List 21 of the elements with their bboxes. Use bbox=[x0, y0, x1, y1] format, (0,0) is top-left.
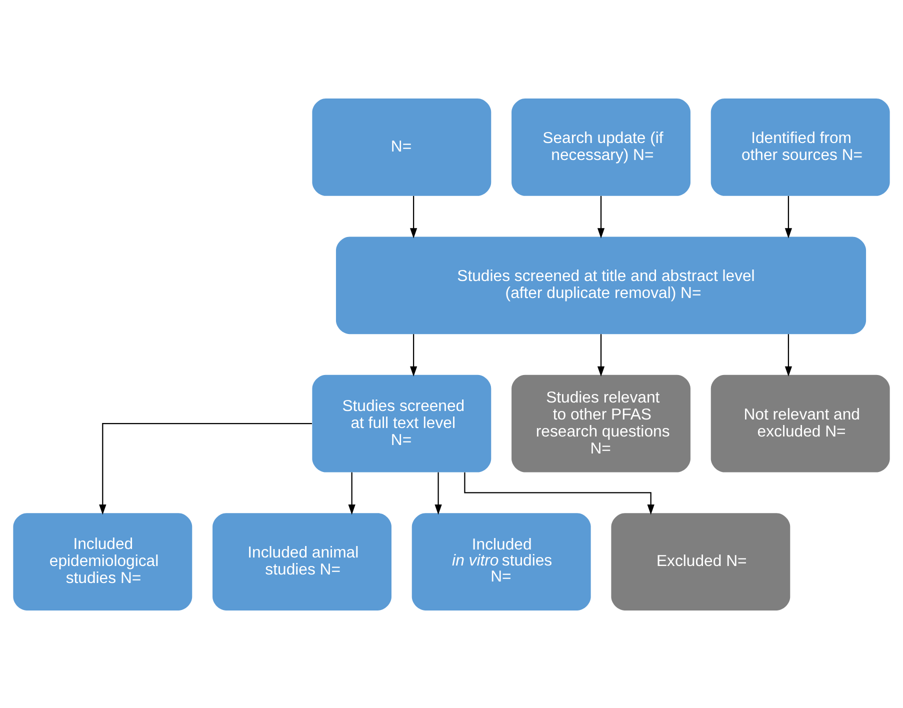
arrow bbox=[410, 195, 418, 238]
node-box: Not relevant and excluded N= bbox=[710, 374, 890, 472]
node-box: Studies relevant to other PFAS research questions N= bbox=[512, 374, 690, 472]
node-box: Studies screened at full text level N= bbox=[312, 374, 492, 472]
node-box: Search update (if necessary) N= bbox=[512, 98, 690, 196]
arrow bbox=[784, 334, 792, 376]
arrow bbox=[434, 472, 442, 514]
arrow bbox=[464, 472, 654, 514]
node-box: Included animal studies N= bbox=[212, 512, 392, 610]
arrow bbox=[348, 472, 356, 514]
node-box: Studies screened at title and abstract level (after duplicate removal) N= bbox=[336, 236, 866, 334]
arrow bbox=[99, 422, 312, 514]
node-box: Identified from other sources N= bbox=[710, 98, 890, 196]
arrow bbox=[597, 334, 605, 376]
node-box: Included epidemiological studies N= bbox=[13, 512, 192, 610]
arrow bbox=[410, 334, 418, 376]
node-box: N= bbox=[312, 98, 492, 196]
node-box: Excluded N= bbox=[611, 512, 790, 610]
arrow bbox=[784, 195, 792, 238]
arrow bbox=[597, 195, 605, 238]
node-box: Included in vitro studies N= bbox=[412, 512, 591, 610]
